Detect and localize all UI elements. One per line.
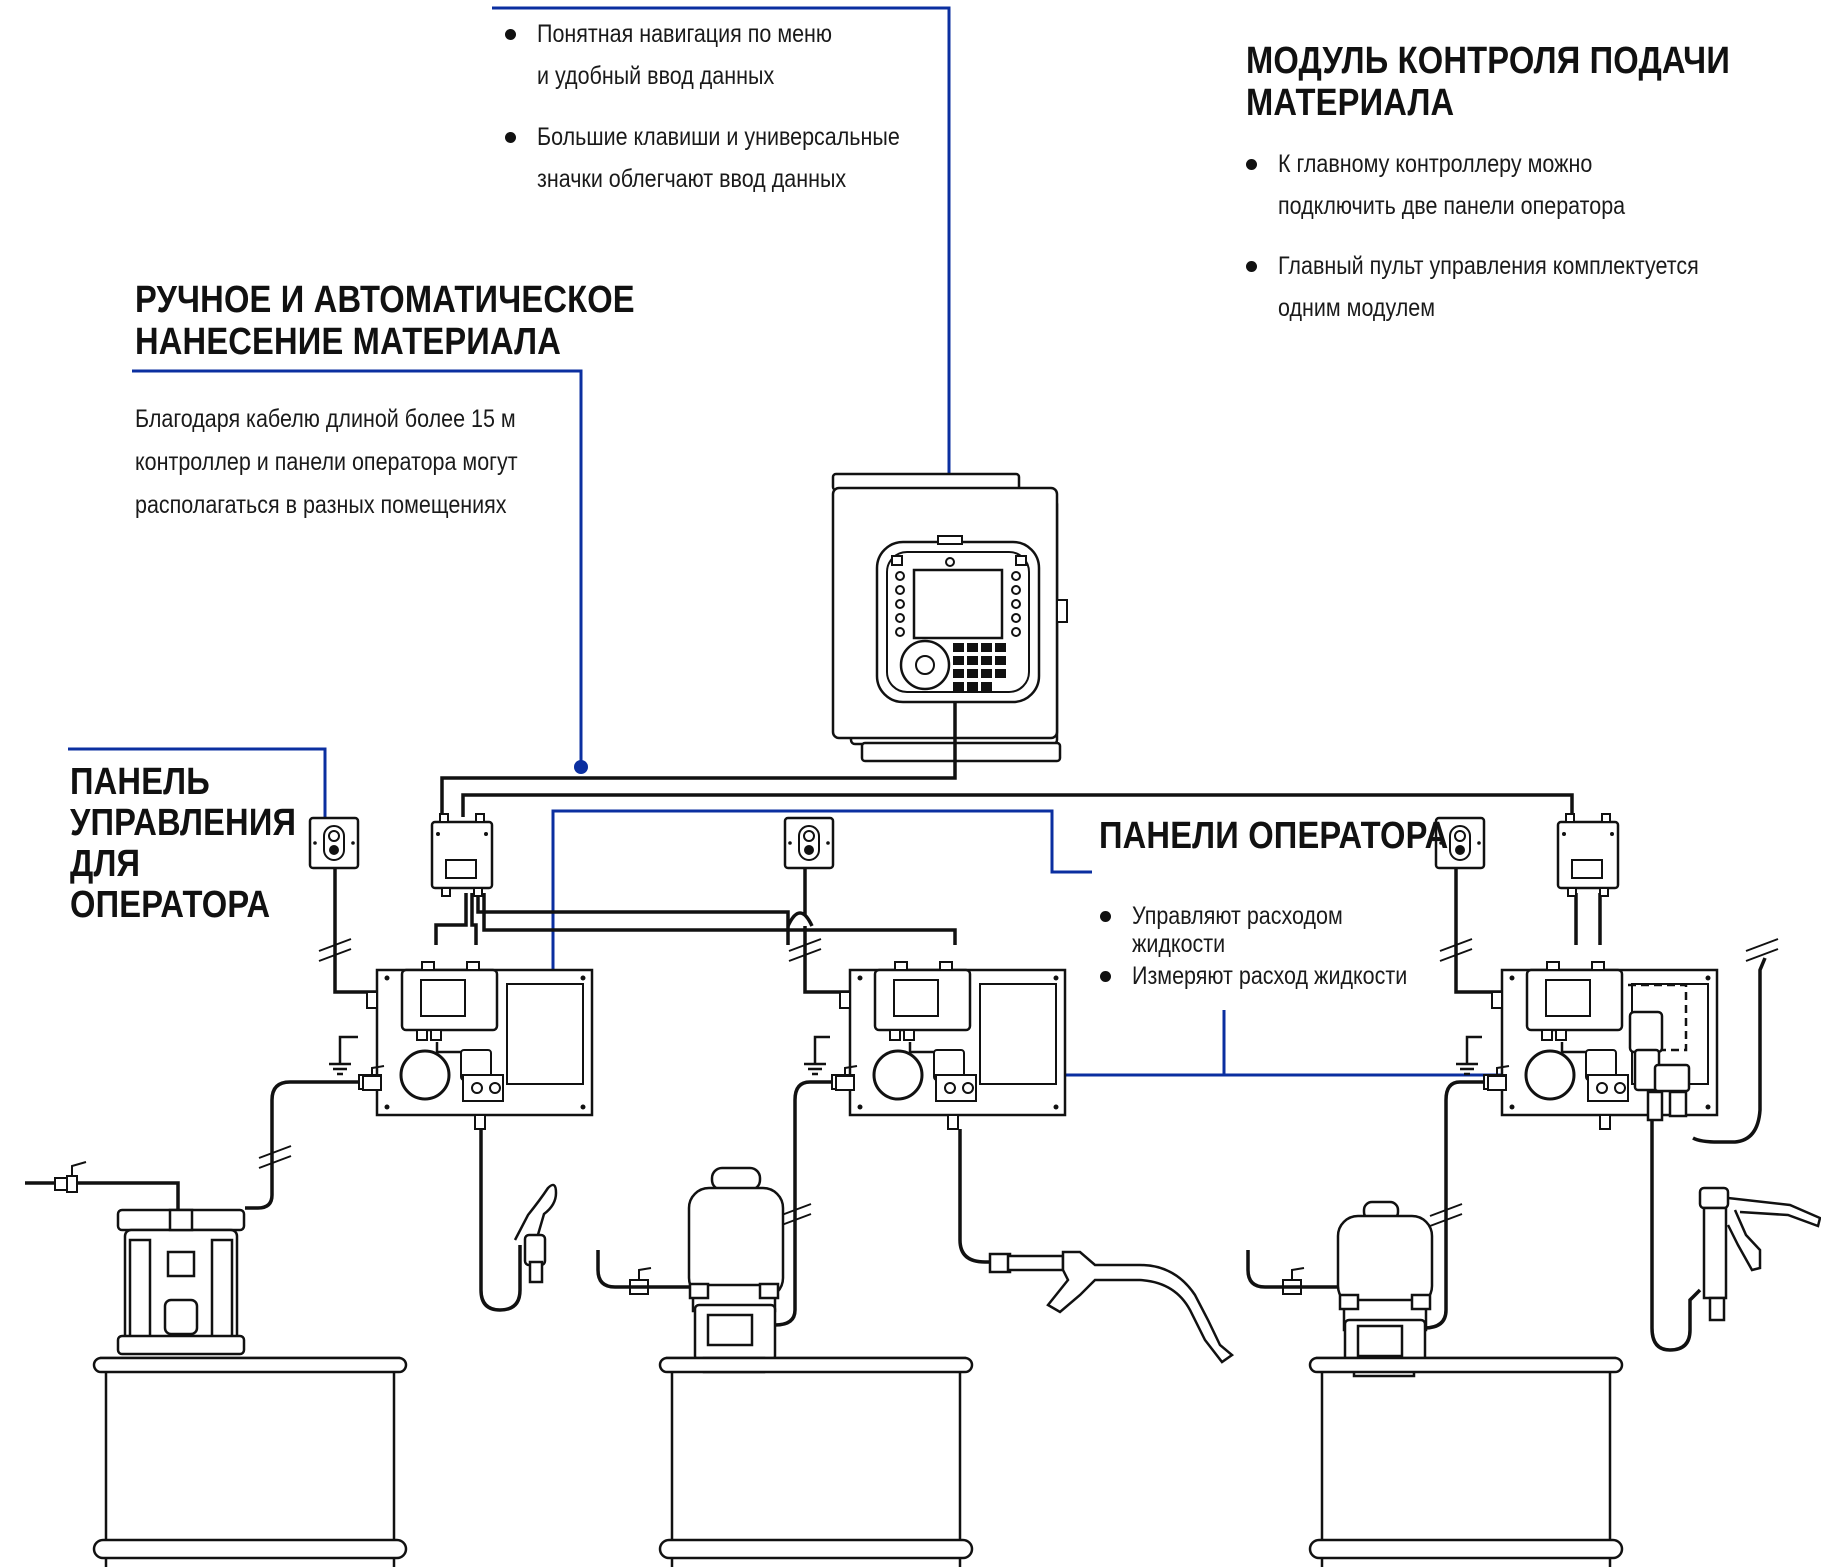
pump-icon <box>687 1166 785 1374</box>
dispense-valve-icon <box>1698 1186 1821 1322</box>
bullet-dot <box>1100 911 1111 922</box>
bullet-text: значки облегчают ввод данных <box>537 165 847 193</box>
junction-box-icon <box>430 812 494 898</box>
title-line: ПАНЕЛИ ОПЕРАТОРА <box>1099 815 1449 857</box>
bullet-text: Большие клавиши и универсальные <box>537 123 900 151</box>
bullet-dot <box>1100 971 1111 982</box>
bullet-dot <box>505 29 516 40</box>
pump-icon <box>116 1208 246 1356</box>
bullet-text: Управляют расходом <box>1132 902 1343 930</box>
bullet-dot <box>1246 261 1257 272</box>
cables <box>333 702 1602 994</box>
bullet-text: К главному контроллеру можно <box>1278 150 1593 178</box>
title-line: ДЛЯ <box>70 843 141 885</box>
bullet-text: Измеряют расход жидкости <box>1132 962 1408 990</box>
title-line: МОДУЛЬ КОНТРОЛЯ ПОДАЧИ <box>1246 40 1730 82</box>
operator-panels-callout-title: ПАНЕЛИ ОПЕРАТОРА <box>1099 815 1448 857</box>
title-line: РУЧНОЕ И АВТОМАТИЧЕСКОЕ <box>135 279 635 321</box>
junction-box-icon <box>1556 812 1620 898</box>
bullet-dot <box>505 132 516 143</box>
text-line: контроллер и панели оператора могут <box>135 448 518 476</box>
bullet-text: жидкости <box>1132 930 1226 958</box>
drum-icon <box>658 1356 974 1567</box>
drum-icon <box>92 1356 408 1567</box>
leader-lines <box>68 6 1515 1077</box>
bullet-dot <box>1246 159 1257 170</box>
title-line: ОПЕРАТОРА <box>70 884 271 926</box>
ground-icon <box>1454 1048 1480 1076</box>
dispense-valve-icon <box>513 1183 558 1284</box>
controller-icon <box>831 472 1068 763</box>
auto-valve-icon <box>1628 983 1691 1122</box>
bullet-text: одним модулем <box>1278 294 1436 322</box>
fluid-hoses <box>25 957 1767 1352</box>
ground-icon <box>327 1048 353 1076</box>
fluid-module-icon <box>830 960 1067 1131</box>
text-line: располагаться в разных помещениях <box>135 491 507 519</box>
bullet-text: Понятная навигация по меню <box>537 20 833 48</box>
cable-crossing <box>786 911 814 927</box>
drum-icon <box>1308 1356 1624 1567</box>
pump-icon <box>1336 1200 1434 1378</box>
fluid-module-icon <box>357 960 594 1131</box>
title-line: ПАНЕЛЬ <box>70 761 210 803</box>
bullet-text: Главный пульт управления комплектуется <box>1278 252 1699 280</box>
operator-panel-icon <box>308 816 360 870</box>
title-line: УПРАВЛЕНИЯ <box>70 802 297 844</box>
dispense-valve-icon <box>988 1250 1235 1364</box>
ground-lines <box>338 1035 1482 1050</box>
dispense-callout-text: Благодаря кабелю длиной более 15 м контр… <box>135 398 518 527</box>
bullet-text: подключить две панели оператора <box>1278 192 1626 220</box>
text-line: Благодаря кабелю длиной более 15 м <box>135 405 516 433</box>
title-line: МАТЕРИАЛА <box>1246 82 1455 124</box>
title-line: НАНЕСЕНИЕ МАТЕРИАЛА <box>135 321 562 363</box>
module-callout-title: МОДУЛЬ КОНТРОЛЯ ПОДАЧИ МАТЕРИАЛА <box>1246 40 1730 124</box>
operator-panel-callout-title: ПАНЕЛЬ УПРАВЛЕНИЯ ДЛЯ ОПЕРАТОРА <box>70 762 296 926</box>
supply-valve-icon <box>54 1065 1510 1295</box>
ground-icon <box>802 1048 828 1076</box>
bullet-text: и удобный ввод данных <box>537 62 775 90</box>
dispense-callout-title: РУЧНОЕ И АВТОМАТИЧЕСКОЕ НАНЕСЕНИЕ МАТЕРИ… <box>135 279 635 363</box>
operator-panel-icon <box>783 816 835 870</box>
